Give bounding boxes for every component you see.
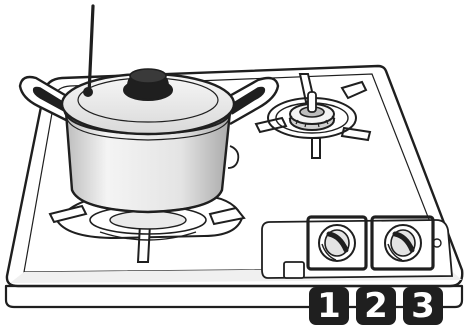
ignition-button[interactable] bbox=[284, 262, 304, 278]
knob-label-3: 3 bbox=[403, 287, 443, 325]
knob-label-2: 2 bbox=[356, 287, 396, 325]
knob-label-1: 1 bbox=[309, 287, 349, 325]
